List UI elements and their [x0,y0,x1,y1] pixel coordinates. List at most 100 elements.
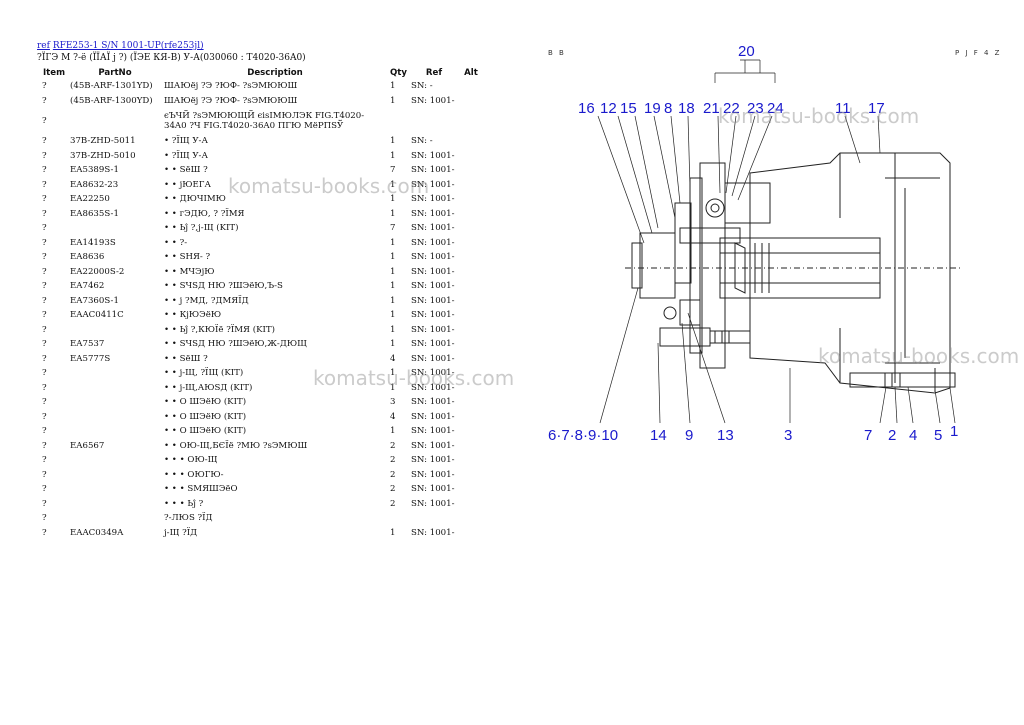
cell-partno: (45B-ARF-1301YD) [70,81,153,92]
cell-partno [68,323,162,338]
cell-partno [68,366,162,381]
cell-alt [459,410,483,425]
cell-item: ? [42,368,47,379]
cell-item: ? [42,116,47,126]
cell-partno: 37B-ZHD-5011 [70,136,136,147]
model-link[interactable]: RFE253-1 S/N 1001-UP(rfe253jl) [52,41,204,51]
cell-qty: 2 [390,455,396,466]
cell-qty: 1 [390,527,396,538]
cell-description: • • О ШЭёЮ (KIT) [164,426,247,437]
cell-qty: 1 [390,310,396,321]
cell-alt [459,294,483,309]
cell-qty: 1 [390,179,396,190]
callout-12: 12 [600,100,617,117]
cell-item: ? [42,237,47,248]
cell-item: ? [42,426,47,437]
cell-ref: SN: 1001- [411,382,455,393]
cell-alt [459,94,483,109]
cell-item: ? [42,397,47,408]
callout-labels: 20 16 12 15 19 8 18 21 22 23 24 11 17 6·… [548,43,958,444]
cell-partno: EA22250 [70,194,110,205]
cell-description: • • О ШЭёЮ (KIT) [164,397,247,408]
callout-14: 14 [650,427,667,444]
cell-ref: SN: 1001- [411,310,455,321]
cell-item: ? [42,81,47,92]
cell-item: ? [42,484,47,495]
cell-alt [459,323,483,338]
cell-item: ? [42,179,47,190]
cell-ref [409,511,459,526]
cell-partno: (45B-ARF-1300YD) [70,95,153,106]
cell-partno: EA7462 [70,281,105,292]
cell-description: • • О ШЭёЮ (KIT) [164,411,247,422]
parts-table: Item PartNo Description Qty Ref Alt ?(45… [36,66,483,540]
cell-qty: 7 [390,223,396,234]
cell-partno: 37B-ZHD-5010 [70,150,136,161]
cell-partno: EA7537 [70,339,105,350]
cell-partno [68,468,162,483]
cell-partno: EAAC0349A [70,527,124,538]
cell-alt [459,279,483,294]
cell-alt [459,482,483,497]
cell-ref: SN: 1001- [411,469,455,480]
cell-qty: 1 [390,339,396,350]
callout-15: 15 [620,100,637,117]
cell-item: ? [42,498,47,509]
cell-item: ? [42,281,47,292]
corner-code-right: P J F 4 Z [955,49,1002,57]
cell-alt [459,250,483,265]
cell-item: ? [42,223,47,234]
cell-description: • • • Ьĵ ? [164,498,204,509]
cell-ref: SN: 1001- [411,324,455,335]
cell-partno: EA22000S-2 [70,266,125,277]
col-partno: PartNo [98,67,132,78]
watermark-3: komatsu-books.com [718,104,920,128]
cell-ref: SN: 1001- [411,455,455,466]
col-qty: Qty [390,67,408,78]
callout-23: 23 [747,100,764,117]
callout-7: 7 [864,427,872,444]
cell-partno: EA5777S [70,353,111,364]
cell-item: ? [42,295,47,306]
cell-item: ? [42,208,47,219]
cell-alt [459,134,483,149]
callout-21: 21 [703,100,720,117]
cell-alt [459,468,483,483]
cell-item: ? [42,513,47,524]
ref-link[interactable]: ref [37,41,50,51]
cell-item: ? [42,150,47,161]
cell-qty: 1 [390,95,396,106]
cell-alt [459,308,483,323]
cell-partno: EA14193S [70,237,116,248]
cell-item: ? [42,382,47,393]
cell-description: • • гЭДЮ, ? ?ЇМЯ [164,208,245,219]
cell-item: ? [42,165,47,176]
cell-ref: SN: 1001- [411,165,455,176]
cell-ref: SN: 1001- [411,252,455,263]
cell-item: ? [42,194,47,205]
cell-description: • • SЧSД НЮ ?ШЭёЮ,Ъ-S [164,281,283,292]
cell-qty: 1 [390,208,396,219]
table-row: ?єЪЧЙ ?sЭМЮЮЩЙ єisIМЮЛЭК FIG.T4020-34A0 … [36,108,483,134]
cell-partno [68,424,162,439]
cell-qty: 2 [390,440,396,451]
cell-alt [459,236,483,251]
callout-19: 19 [644,100,661,117]
cell-qty: 3 [390,397,396,408]
watermark-2: komatsu-books.com [313,366,515,390]
cell-item: ? [42,95,47,106]
cell-qty: 1 [390,136,396,147]
cell-qty: 4 [390,353,396,364]
cell-alt [459,439,483,454]
callout-1: 1 [950,423,958,440]
cell-description: • • ј-Щ,АЮSД (KIT) [164,382,253,393]
cell-description: • • ?- [164,237,188,248]
callout-20: 20 [738,43,755,60]
